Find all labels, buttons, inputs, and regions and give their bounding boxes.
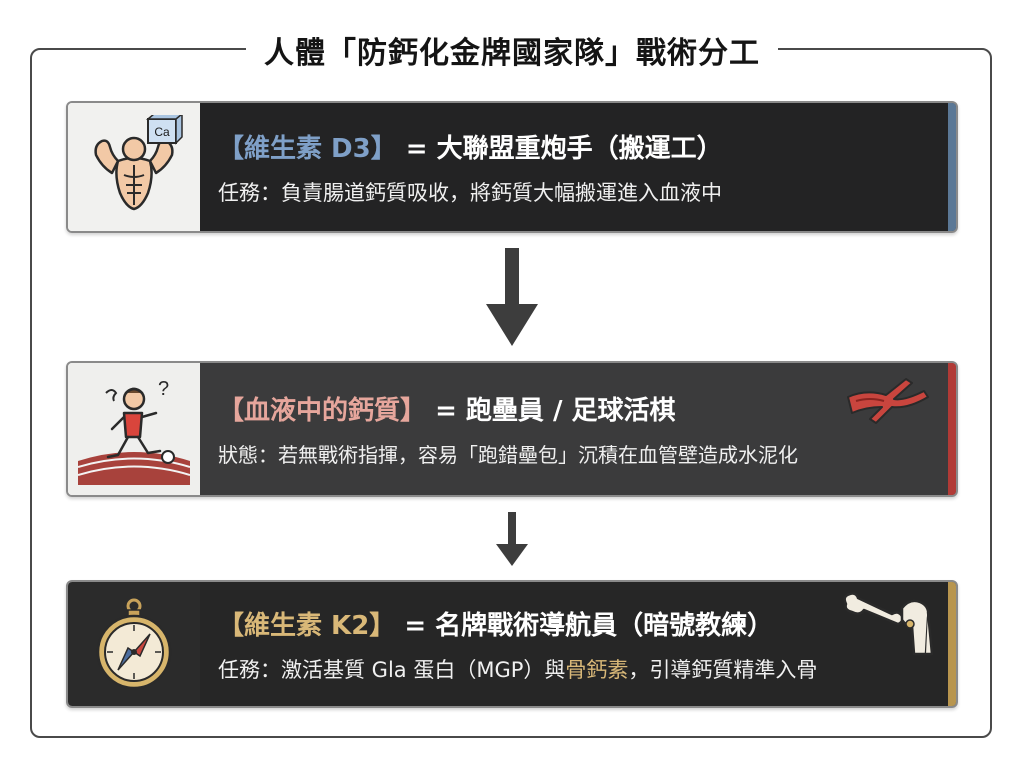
icon-panel: Ca — [68, 103, 200, 231]
role-equivalent: = 跑壘員 / 足球活棋 — [426, 396, 676, 426]
card-heading: 【維生素 K2】 = 名牌戰術導航員（暗號教練） — [218, 605, 956, 642]
down-arrow-icon — [486, 248, 538, 346]
card-vitamin-k2: 【維生素 K2】 = 名牌戰術導航員（暗號教練） 任務：激活基質 Gla 蛋白（… — [66, 580, 958, 708]
icon-panel — [68, 582, 200, 706]
svg-text:?: ? — [158, 378, 169, 400]
svg-text:Ca: Ca — [154, 125, 170, 139]
card-vitamin-d3: Ca 【維生素 D3】 = 大聯盟重炮手（搬運工） 任務：負責腸道鈣質吸收，將鈣… — [66, 101, 958, 233]
role-name: 【維生素 D3】 — [218, 133, 397, 164]
down-arrow-icon — [496, 512, 528, 566]
diagram-title: 人體「防鈣化金牌國家隊」戰術分工 — [0, 28, 1024, 72]
role-equivalent: = 名牌戰術導航員（暗號教練） — [395, 610, 774, 641]
accent-bar — [948, 582, 956, 706]
card-detail: 任務：激活基質 Gla 蛋白（MGP）與骨鈣素，引導鈣質精準入骨 — [218, 657, 818, 682]
card-body: 【血液中的鈣質】 = 跑壘員 / 足球活棋 狀態：若無戰術指揮，容易「跑錯壘包」… — [200, 363, 956, 495]
icon-panel: ? — [68, 363, 200, 495]
role-name: 【維生素 K2】 — [218, 610, 396, 641]
card-heading: 【維生素 D3】 = 大聯盟重炮手（搬運工） — [218, 128, 956, 165]
card-detail: 狀態：若無戰術指揮，容易「跑錯壘包」沉積在血管壁造成水泥化 — [218, 443, 798, 467]
card-body: 【維生素 K2】 = 名牌戰術導航員（暗號教練） 任務：激活基質 Gla 蛋白（… — [200, 582, 956, 706]
role-equivalent: = 大聯盟重炮手（搬運工） — [396, 133, 723, 164]
bone-joint-icon — [843, 592, 934, 656]
muscle-man-icon: Ca — [94, 115, 183, 211]
confused-runner-icon: ? — [78, 378, 190, 485]
card-detail: 任務：負責腸道鈣質吸收，將鈣質大幅搬運進入血液中 — [218, 180, 722, 205]
accent-bar — [948, 363, 956, 495]
card-body: 【維生素 D3】 = 大聯盟重炮手（搬運工） 任務：負責腸道鈣質吸收，將鈣質大幅… — [200, 103, 956, 231]
compass-icon — [96, 598, 172, 690]
blood-vessel-icon — [847, 378, 929, 424]
highlight-osteocalcin: 骨鈣素 — [565, 657, 629, 682]
calcium-cube-icon: Ca — [145, 115, 183, 145]
card-heading: 【血液中的鈣質】 = 跑壘員 / 足球活棋 — [218, 390, 956, 427]
accent-bar — [948, 103, 956, 231]
role-name: 【血液中的鈣質】 — [218, 396, 427, 426]
card-blood-calcium: ? 【血液中的鈣質】 = 跑壘員 / 足球活棋 狀態：若無戰術指揮，容易「跑錯壘… — [66, 361, 958, 497]
